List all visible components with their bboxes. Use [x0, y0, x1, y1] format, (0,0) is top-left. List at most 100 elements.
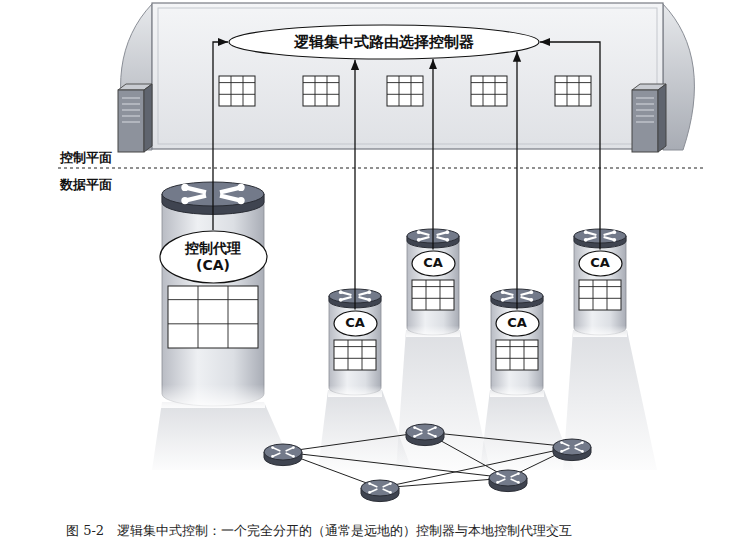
control-agent-ellipse: CA	[411, 250, 456, 277]
table-frame	[334, 340, 376, 370]
control-agent-ellipse: CA	[333, 310, 378, 337]
table-rule	[510, 340, 511, 370]
projection-beam	[396, 330, 490, 470]
table-frame	[303, 76, 339, 106]
cylinder-fade	[490, 351, 544, 397]
router-arrow-head	[434, 435, 437, 438]
server-side	[658, 84, 666, 152]
router-top	[489, 470, 527, 486]
forwarding-table	[219, 76, 255, 106]
node-label: CA	[590, 255, 610, 271]
router-arrow-head	[445, 230, 449, 234]
table-rule	[334, 358, 376, 359]
router-top	[491, 289, 543, 303]
table-frame	[471, 76, 507, 106]
panel-wing	[663, 4, 694, 150]
table-rule	[362, 340, 363, 370]
router-cylinder	[573, 236, 627, 337]
table-rule	[387, 94, 423, 95]
server-slot	[636, 122, 654, 123]
router-arrow-head	[271, 446, 274, 449]
router-cylinder	[406, 236, 460, 337]
table-rule	[399, 76, 400, 106]
table-rule	[348, 340, 349, 370]
server-icon	[632, 84, 666, 152]
router-arrow-head	[584, 230, 588, 234]
router-top	[162, 182, 264, 206]
router-arrow-head	[560, 450, 563, 453]
table-rule	[168, 299, 258, 300]
router-top	[264, 444, 302, 460]
router-top	[329, 289, 381, 303]
server-icon	[118, 84, 152, 152]
table-frame	[168, 286, 258, 348]
router-top	[406, 424, 444, 440]
router-arrow-head	[389, 482, 392, 485]
forwarding-table	[579, 280, 621, 310]
node-label: CA	[345, 315, 365, 331]
table-rule	[334, 346, 376, 347]
table-rule	[495, 76, 496, 106]
table-rule	[607, 280, 608, 310]
node-label: 控制代理 (CA)	[181, 240, 245, 274]
router-arrow-head	[529, 298, 533, 302]
router-arrow-head	[368, 482, 371, 485]
table-rule	[579, 76, 580, 106]
router-arrow-head	[417, 230, 421, 234]
router-cylinder	[328, 296, 382, 397]
ellipse-shape	[229, 25, 539, 59]
router-icon	[553, 439, 591, 461]
table-frame	[496, 340, 538, 370]
cylinder-fade	[328, 351, 382, 397]
router-icon	[491, 289, 543, 308]
forwarding-table	[303, 76, 339, 106]
router-top	[407, 229, 459, 243]
router-arrow-head	[367, 290, 371, 294]
projection-beam	[563, 330, 657, 470]
network-link	[425, 432, 572, 447]
network-link	[380, 447, 572, 488]
router-arrow-head	[612, 230, 616, 234]
router-icon	[361, 480, 399, 502]
server-slot	[636, 110, 654, 111]
network-link	[508, 447, 572, 478]
table-rule	[219, 94, 255, 95]
table-rule	[315, 76, 316, 106]
table-rule	[198, 286, 199, 348]
table-rule	[555, 82, 591, 83]
table-frame	[387, 76, 423, 106]
router-arrow-head	[496, 481, 499, 484]
cylinder-fade	[406, 291, 460, 337]
table-rule	[471, 94, 507, 95]
server-slot	[122, 104, 140, 105]
server-slot	[636, 116, 654, 117]
router-arrow-head	[181, 197, 188, 204]
table-rule	[228, 286, 229, 348]
table-rule	[579, 286, 621, 287]
cylinder-fade	[573, 291, 627, 337]
plane-divider	[58, 167, 705, 168]
server-front	[118, 90, 144, 152]
table-rule	[567, 76, 568, 106]
figure-caption: 图 5-2 逻辑集中式控制：一个完全分开的（通常是远地的）控制器与本地控制代理交…	[66, 522, 572, 540]
router-arrow-head	[612, 238, 616, 242]
panel-inner-frame	[158, 8, 657, 144]
router-arrow-head	[367, 298, 371, 302]
table-rule	[496, 358, 538, 359]
forwarding-table	[412, 280, 454, 310]
router-icon	[406, 424, 444, 446]
table-rule	[303, 82, 339, 83]
router-icon	[264, 444, 302, 466]
table-rule	[303, 94, 339, 95]
plane-label: 控制平面	[58, 149, 114, 167]
table-rule	[579, 298, 621, 299]
router-arrow-head	[389, 491, 392, 494]
plane-label: 数据平面	[58, 176, 114, 194]
forwarding-table	[471, 76, 507, 106]
forwarding-table	[168, 286, 258, 348]
server-slot	[122, 98, 140, 99]
node-label: 逻辑集中式路由选择控制器	[294, 33, 474, 51]
control-arrow	[516, 51, 517, 309]
